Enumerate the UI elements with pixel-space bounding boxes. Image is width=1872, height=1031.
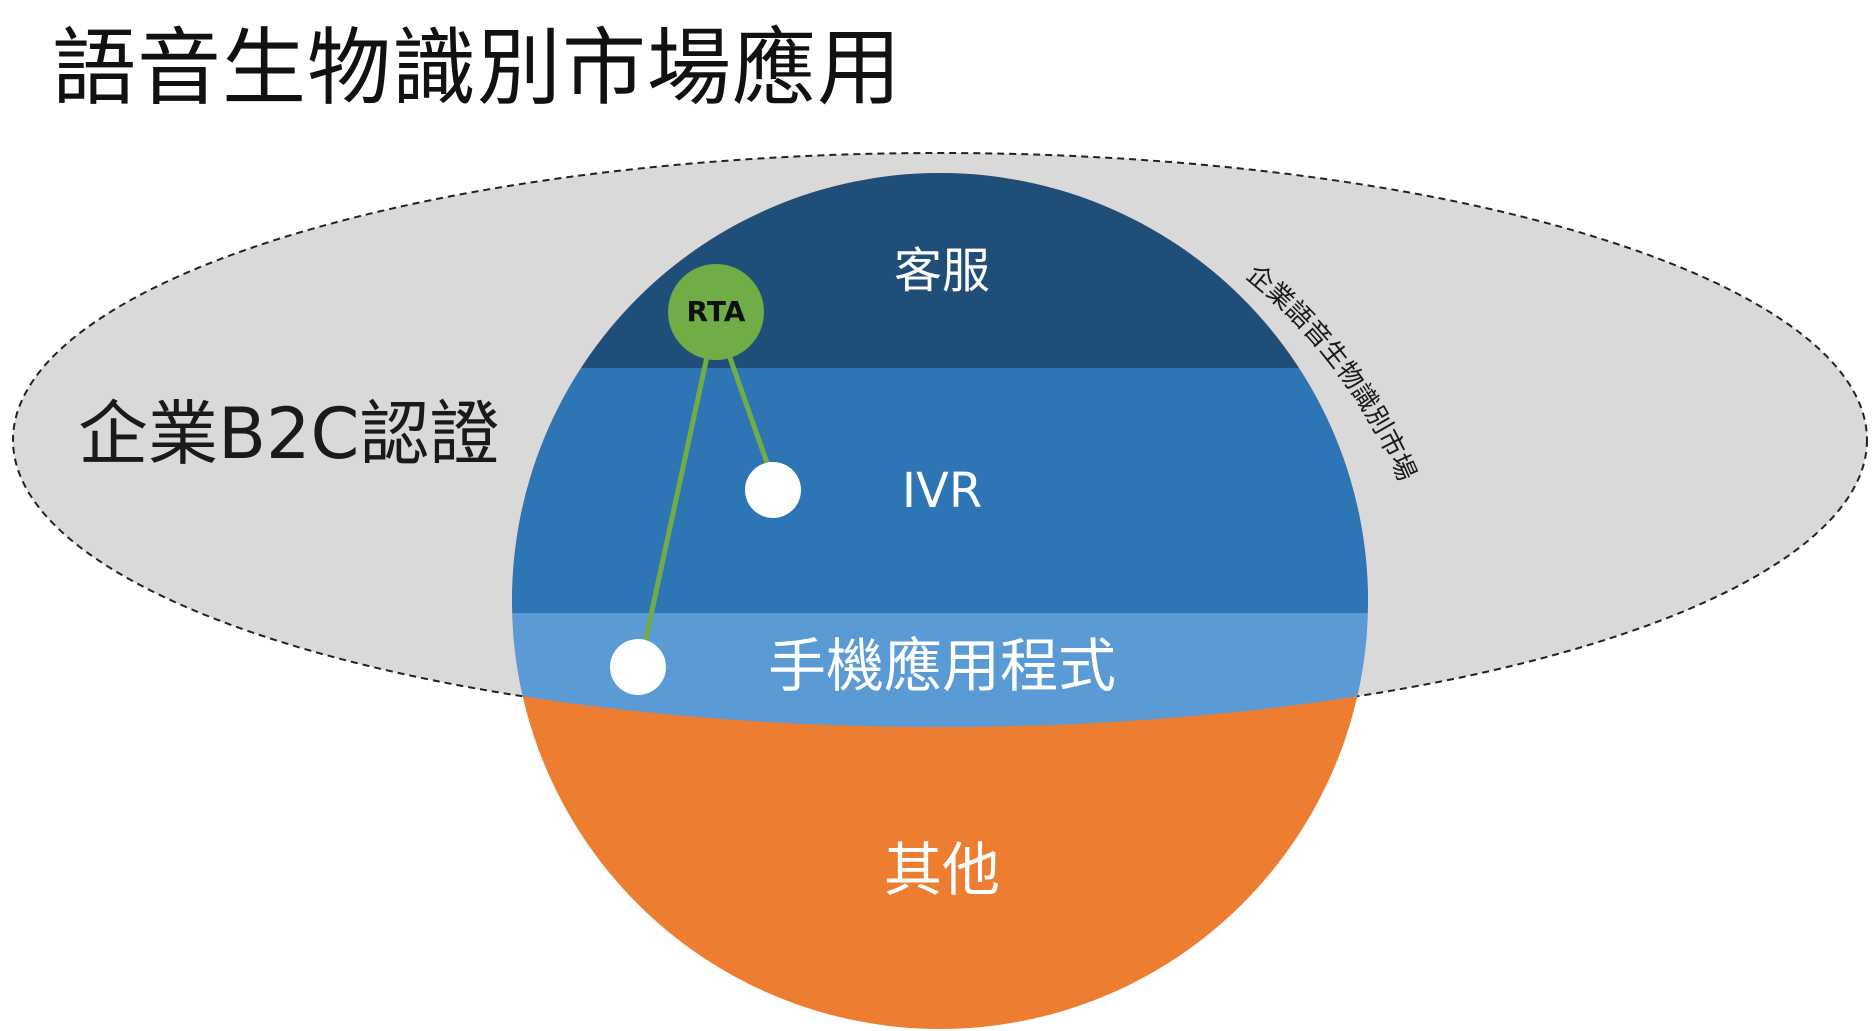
segment-label-customer-service: 客服: [894, 243, 990, 299]
b2c-authentication-label: 企業B2C認證: [78, 393, 499, 475]
rta-badge-label: RTA: [687, 295, 746, 328]
segment-label-other: 其他: [884, 836, 1000, 904]
connector-mobile-app: [640, 351, 711, 653]
segment-label-mobile-app: 手機應用程式: [768, 632, 1116, 700]
mobile-app-marker: [610, 639, 666, 695]
rta-badge: [668, 264, 764, 360]
segment-ivr: [512, 368, 1368, 613]
connector-ivr: [725, 351, 776, 481]
page-title: 語音生物識別市場應用: [52, 19, 903, 117]
ivr-marker: [745, 462, 801, 518]
segment-label-ivr: IVR: [902, 463, 982, 519]
